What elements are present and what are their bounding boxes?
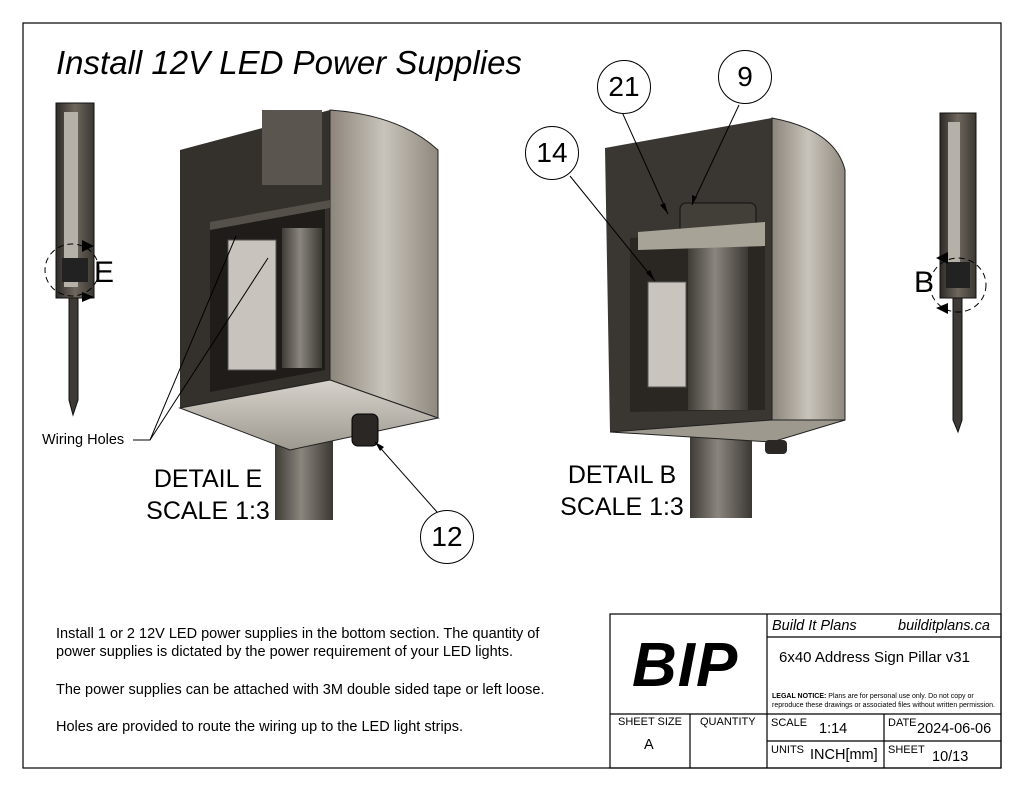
scale-label: SCALE xyxy=(771,717,808,729)
legal-text-1: Plans are for personal use only. Do not … xyxy=(828,693,974,700)
legal-label: LEGAL NOTICE: xyxy=(772,693,827,700)
view-marker-e: E xyxy=(94,256,115,289)
company-name: Build It Plans xyxy=(772,618,857,634)
balloon-9: 9 xyxy=(718,50,772,104)
company-website: builditplans.ca xyxy=(898,618,990,634)
right-thumbnail-pillar xyxy=(929,112,987,434)
leader-arrowheads xyxy=(375,195,697,451)
detail-b-title: DETAIL B xyxy=(567,461,677,489)
units-value: INCH[mm] xyxy=(810,747,878,763)
note-line-2: power supplies is dictated by the power … xyxy=(56,644,513,660)
note-line-3: The power supplies can be attached with … xyxy=(56,682,545,698)
date-label: DATE xyxy=(888,717,917,729)
date-value: 2024-06-06 xyxy=(917,721,992,737)
page-title: Install 12V LED Power Supplies xyxy=(56,44,522,81)
title-block-grid xyxy=(609,613,1002,769)
quantity-label: QUANTITY xyxy=(700,716,756,728)
detail-b-scale: SCALE 1:3 xyxy=(560,493,684,521)
sheet-border xyxy=(22,22,1002,769)
detail-e-caption: DETAIL E SCALE 1:3 xyxy=(140,463,276,527)
detail-e-render xyxy=(178,109,440,520)
wiring-holes-label: Wiring Holes xyxy=(42,432,125,448)
note-line-1: Install 1 or 2 12V LED power supplies in… xyxy=(56,626,540,642)
detail-b-caption: DETAIL B SCALE 1:3 xyxy=(555,459,689,523)
balloon-14: 14 xyxy=(525,126,579,180)
balloon-21: 21 xyxy=(597,60,651,114)
drawing-title: 6x40 Address Sign Pillar v31 xyxy=(779,649,970,666)
note-line-4: Holes are provided to route the wiring u… xyxy=(56,719,464,735)
balloon-12: 12 xyxy=(420,510,474,564)
units-label: UNITS xyxy=(771,744,804,756)
detail-b-render xyxy=(605,117,846,518)
sheet-size-label: SHEET SIZE xyxy=(618,716,682,728)
sheet-number: 10/13 xyxy=(932,749,969,765)
view-marker-b: B xyxy=(914,266,935,299)
detail-e-title: DETAIL E xyxy=(153,465,263,493)
sheet-size-value: A xyxy=(644,737,654,753)
scale-value: 1:14 xyxy=(819,721,848,737)
bip-logo: BIP xyxy=(632,631,739,700)
leader-lines xyxy=(133,100,740,513)
legal-text-2: reproduce these drawings or associated f… xyxy=(772,702,995,709)
sheet-label: SHEET xyxy=(888,744,925,756)
left-thumbnail-pillar xyxy=(44,102,100,417)
legal-notice: LEGAL NOTICE: Plans are for personal use… xyxy=(772,692,995,710)
detail-e-scale: SCALE 1:3 xyxy=(146,497,270,525)
